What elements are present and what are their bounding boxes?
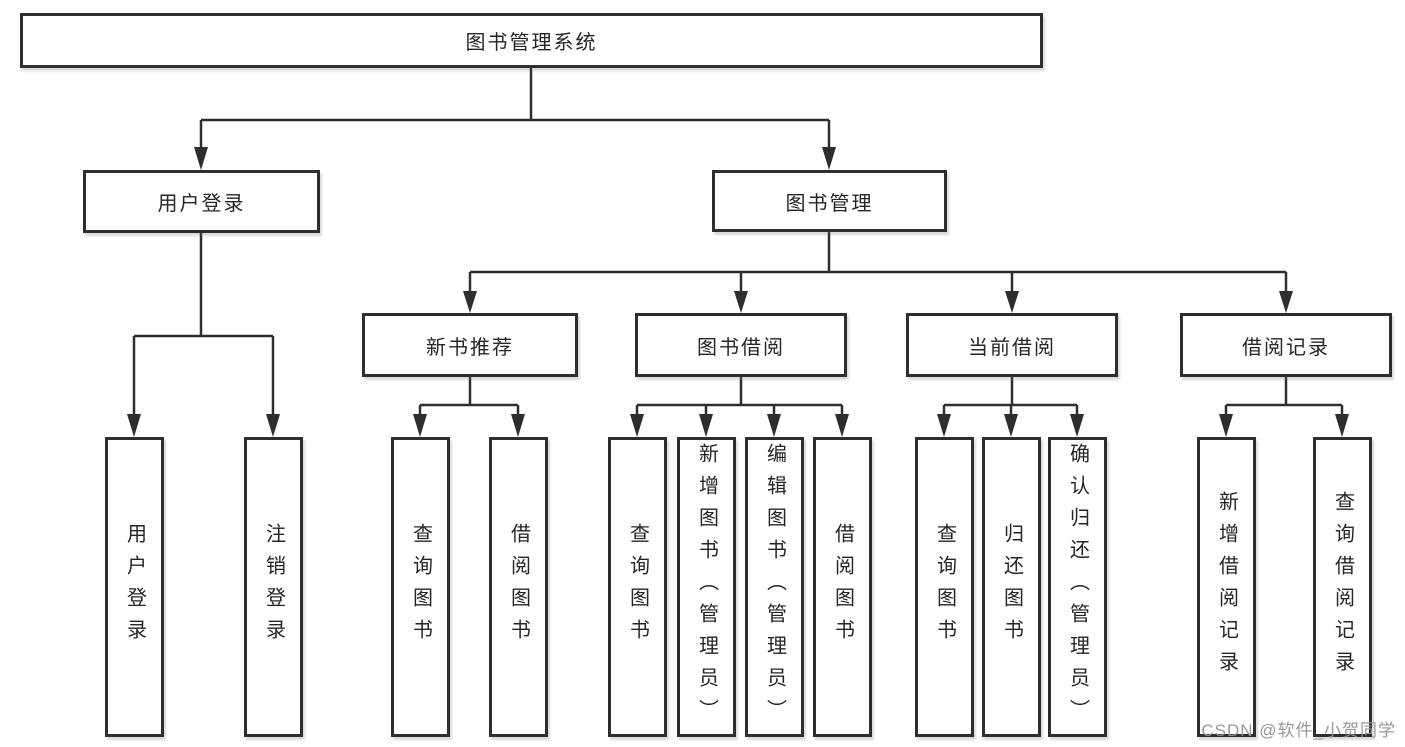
node-label: 当前借阅 (968, 336, 1056, 359)
node-label: 新增图书（管理员） (695, 443, 718, 731)
node-label: 用户登录 (123, 523, 146, 651)
node-label: 编辑图书（管理员） (763, 443, 786, 731)
node-label: 确认归还（管理员） (1066, 443, 1089, 731)
leaf-query-books: 查询图书 (608, 437, 667, 737)
node-book-management: 图书管理 (712, 170, 947, 232)
node-label: 图书借阅 (697, 336, 785, 359)
node-library-management-system: 图书管理系统 (20, 13, 1043, 68)
leaf-edit-books-admin: 编辑图书（管理员） (745, 437, 804, 737)
node-label: 新书推荐 (426, 336, 514, 359)
csdn-watermark: CSDN @软件_小贺同学 (1201, 721, 1396, 740)
node-label: 查询图书 (626, 523, 649, 651)
node-label: 图书管理 (785, 192, 874, 215)
leaf-borrow-books: 借阅图书 (489, 437, 548, 737)
leaf-query-books: 查询图书 (915, 437, 974, 737)
leaf-add-borrow-record: 新增借阅记录 (1197, 437, 1256, 737)
node-label: 查询图书 (933, 523, 956, 651)
node-label: 注销登录 (262, 523, 285, 651)
node-label: 借阅记录 (1242, 336, 1330, 359)
node-current-borrowing: 当前借阅 (906, 313, 1118, 377)
node-new-book-recommend: 新书推荐 (362, 313, 578, 377)
arrowheads (127, 147, 1349, 437)
node-label: 归还图书 (1000, 523, 1023, 651)
leaf-return-books: 归还图书 (982, 437, 1041, 737)
node-label: 查询借阅记录 (1331, 491, 1354, 683)
node-label: 借阅图书 (831, 523, 854, 651)
node-book-borrowing: 图书借阅 (635, 313, 847, 377)
node-label: 用户登录 (157, 193, 246, 215)
leaf-add-books-admin: 新增图书（管理员） (677, 437, 736, 737)
leaf-query-borrow-record: 查询借阅记录 (1313, 437, 1372, 737)
node-label: 新增借阅记录 (1215, 491, 1238, 683)
leaf-user-login: 用户登录 (105, 437, 164, 737)
leaf-confirm-return-admin: 确认归还（管理员） (1048, 437, 1107, 737)
leaf-query-books: 查询图书 (391, 437, 450, 737)
node-label: 借阅图书 (507, 523, 530, 651)
leaf-borrow-books: 借阅图书 (813, 437, 872, 737)
node-label: 图书管理系统 (465, 32, 598, 54)
node-label: 查询图书 (409, 523, 432, 651)
node-user-login: 用户登录 (83, 170, 320, 233)
node-borrowing-records: 借阅记录 (1180, 313, 1392, 377)
leaf-logout: 注销登录 (244, 437, 303, 737)
